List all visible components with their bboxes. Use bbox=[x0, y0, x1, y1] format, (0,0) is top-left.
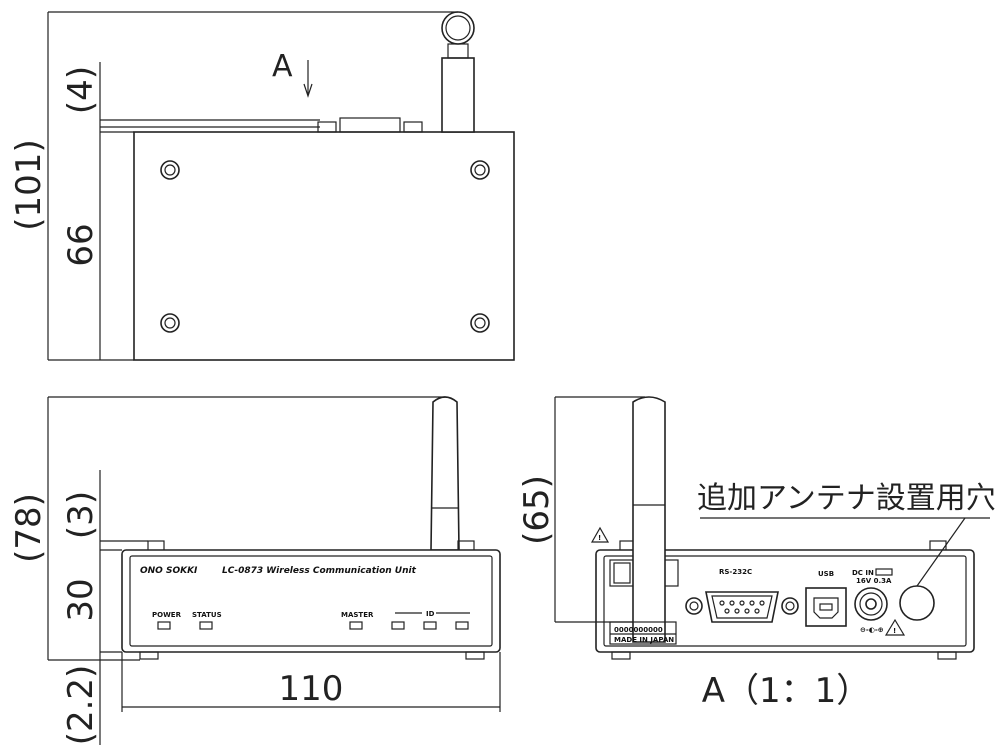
dc-in-rating: 16V 0.3A bbox=[856, 577, 892, 585]
dim-overall-height-top: (101) bbox=[9, 139, 49, 230]
led-master-label: MASTER bbox=[341, 611, 374, 619]
rs232c-label: RS-232C bbox=[719, 568, 752, 576]
svg-text:⊖-◐-⊕: ⊖-◐-⊕ bbox=[860, 626, 884, 634]
dim-top-bump: (3) bbox=[61, 491, 101, 539]
led-status-label: STATUS bbox=[192, 611, 222, 619]
rear-view-antenna bbox=[632, 396, 666, 643]
svg-text:0000000000: 0000000000 bbox=[614, 626, 663, 634]
dc-in-jack bbox=[854, 587, 888, 621]
usb-port bbox=[805, 587, 847, 627]
top-view-body bbox=[133, 131, 515, 361]
front-view-antenna bbox=[430, 396, 460, 551]
dim-width: 110 bbox=[279, 669, 344, 709]
rs232c-port bbox=[685, 591, 799, 623]
dim-overall-height-front: (78) bbox=[9, 493, 49, 563]
dim-body-depth: 66 bbox=[61, 223, 101, 266]
rear-view: 0000000000 MADE IN JAPAN ! ! RS-232C USB bbox=[517, 396, 996, 711]
front-view-body bbox=[121, 549, 501, 653]
warning-triangle-icon: ! bbox=[884, 618, 906, 636]
warning-triangle-icon: ! bbox=[590, 526, 610, 543]
brand-logo: ONO SOKKI bbox=[140, 566, 198, 576]
top-view-antenna bbox=[441, 57, 475, 133]
screw-holes bbox=[160, 160, 490, 333]
front-leds bbox=[157, 621, 469, 630]
view-caption: A（1：1） bbox=[702, 671, 871, 711]
top-view: A (101) (4) 66 bbox=[9, 11, 515, 361]
led-id-label: ID bbox=[426, 610, 435, 618]
usb-label: USB bbox=[818, 570, 834, 578]
made-in-label: MADE IN JAPAN bbox=[614, 636, 674, 644]
dim-plate-thickness: (4) bbox=[61, 66, 101, 114]
led-power-label: POWER bbox=[152, 611, 182, 619]
front-view: ONO SOKKI LC-0873 Wireless Communication… bbox=[9, 396, 501, 746]
dim-rear-height: (65) bbox=[517, 475, 557, 545]
dim-body-height: 30 bbox=[61, 578, 101, 621]
callout-antenna-hole: 追加アンテナ設置用穴 bbox=[697, 481, 996, 516]
dim-foot-height: (2.2) bbox=[61, 665, 101, 746]
model-label: LC-0873 Wireless Communication Unit bbox=[222, 566, 417, 576]
view-arrow-label: A bbox=[272, 49, 293, 84]
svg-text:!: ! bbox=[598, 534, 601, 542]
svg-text:!: ! bbox=[893, 627, 896, 635]
dc-in-label: DC IN bbox=[852, 569, 874, 577]
